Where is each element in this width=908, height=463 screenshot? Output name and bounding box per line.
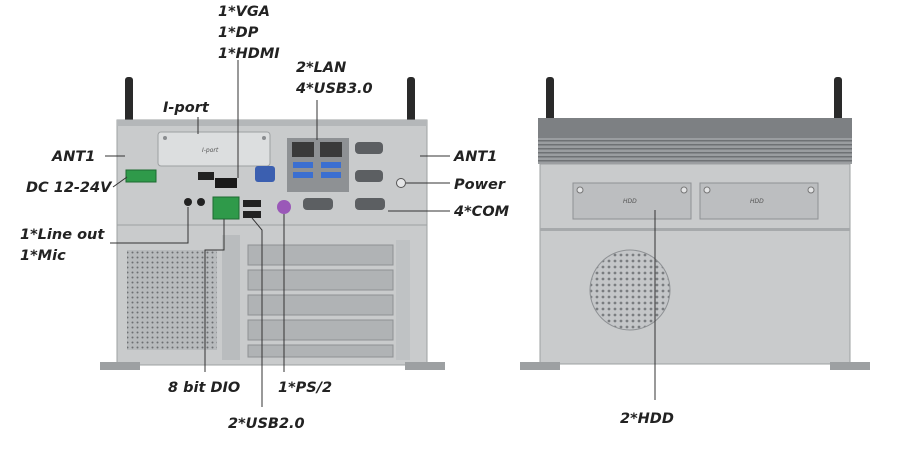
label-ant1-right: ANT1: [453, 149, 497, 165]
label-iport: I-port: [163, 100, 210, 116]
com-port-1: [355, 142, 383, 154]
mic-jack: [197, 198, 205, 206]
hdd-bay-2: HDD: [699, 182, 819, 220]
usb2-port-2: [243, 211, 261, 218]
com-port-2: [355, 170, 383, 182]
label-ps2: 1*PS/2: [278, 380, 332, 396]
back-fins: [538, 138, 852, 164]
back-top-cap: [538, 118, 852, 138]
front-vent-grill: [127, 250, 217, 350]
front-view: I-port: [100, 77, 445, 370]
lineout-jack: [184, 198, 192, 206]
com-port-3: [303, 198, 333, 210]
iport-plate-text: I-port: [202, 147, 219, 154]
label-lan: 2*LAN: [296, 60, 346, 76]
fan-grill: [589, 249, 671, 331]
label-power: Power: [454, 177, 506, 193]
com-port-4: [355, 198, 385, 210]
ps2-port: [277, 200, 291, 214]
leader-lines: [105, 60, 656, 407]
labels: 1*VGA 1*DP 1*HDMI 2*LAN 4*USB3.0 I-port …: [20, 4, 674, 432]
label-hdmi: 1*HDMI: [218, 46, 280, 62]
lan-usb3-block: [287, 138, 349, 192]
label-vga: 1*VGA: [218, 4, 270, 20]
label-ant1-left: ANT1: [51, 149, 95, 165]
power-button: [396, 178, 406, 188]
iport-plate: I-port: [157, 131, 271, 167]
back-view: HDD HDD: [520, 77, 870, 370]
hdmi-port: [198, 172, 214, 180]
label-lineout: 1*Line out: [20, 227, 105, 243]
label-usb20: 2*USB2.0: [228, 416, 305, 432]
label-dp: 1*DP: [218, 25, 259, 41]
usb2-port-1: [243, 200, 261, 207]
hdd-bay-1: HDD: [572, 182, 692, 220]
label-mic: 1*Mic: [20, 248, 66, 264]
dp-port: [215, 178, 237, 188]
label-dio: 8 bit DIO: [168, 380, 240, 396]
hdd-bay-2-text: HDD: [750, 198, 764, 205]
label-hdd: 2*HDD: [620, 411, 674, 427]
antenna-back-left: [546, 77, 554, 122]
label-dc: DC 12-24V: [26, 180, 113, 196]
dc-connector: [125, 169, 157, 183]
antenna-back-right: [834, 77, 842, 122]
hdd-bay-1-text: HDD: [623, 198, 637, 205]
label-usb30: 4*USB3.0: [295, 81, 373, 97]
vga-port: [255, 166, 275, 182]
label-com: 4*COM: [453, 204, 510, 220]
dio-connector: [212, 196, 240, 220]
